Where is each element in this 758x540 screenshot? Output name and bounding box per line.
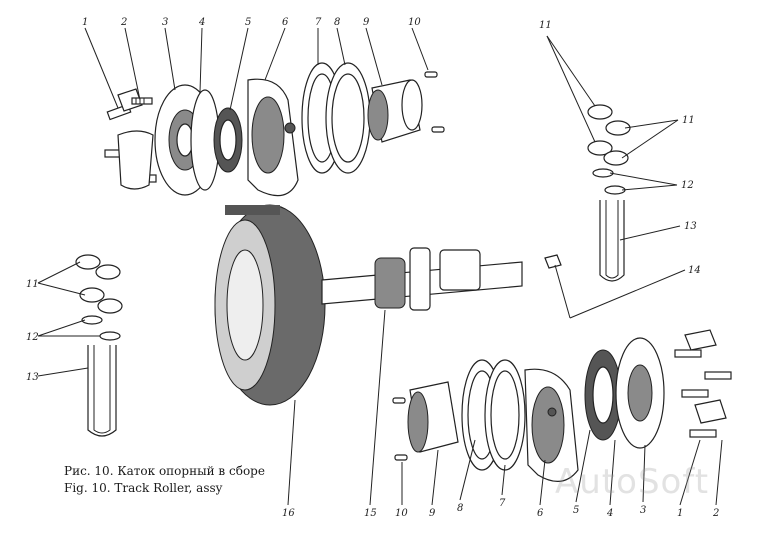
- callout-11b: 11: [682, 115, 695, 126]
- watermark: AutoSoft: [555, 462, 710, 502]
- callout-2-bottom: 2: [712, 508, 719, 519]
- bushing-9-bottom: [407, 381, 459, 453]
- callout-5-bottom: 5: [573, 505, 579, 516]
- seal-5-top: [213, 107, 243, 173]
- callout-2: 2: [120, 17, 127, 28]
- callout-13-left: 13: [26, 372, 39, 383]
- nuts-11-right: [587, 104, 631, 166]
- bolt-top: [131, 97, 153, 105]
- callout-16: 16: [282, 508, 295, 519]
- nuts-11-left: [75, 254, 123, 314]
- callout-7-bottom: 7: [499, 498, 506, 509]
- callouts-right-top: 11 11 12 13 14: [539, 20, 701, 276]
- callouts-left: 11 12 13: [26, 279, 39, 383]
- leader-lines: [37, 27, 723, 506]
- seal-5-bottom: [584, 349, 622, 441]
- callout-8: 8: [334, 17, 340, 28]
- callout-11-left: 11: [26, 279, 39, 290]
- callout-14: 14: [688, 265, 701, 276]
- callout-9: 9: [363, 17, 370, 28]
- callout-9-bottom: 9: [429, 508, 436, 519]
- pins-10-bottom: [392, 397, 408, 461]
- grease-fitting-14: [544, 254, 562, 269]
- callout-6: 6: [282, 17, 289, 28]
- callout-1-bottom: 1: [677, 508, 683, 519]
- callout-4: 4: [198, 17, 205, 28]
- u-bolt-13-left: [87, 345, 117, 437]
- caption-russian: Рис. 10. Каток опорный в сборе: [64, 464, 265, 478]
- callout-3-bottom: 3: [640, 505, 646, 516]
- callout-1: 1: [82, 17, 88, 28]
- pins-10-top: [424, 71, 445, 133]
- callout-13: 13: [684, 221, 697, 232]
- callout-7: 7: [315, 17, 322, 28]
- callouts-top: 1 2 3 4 5 6 7 8 9 10: [82, 17, 421, 28]
- callout-11a: 11: [539, 20, 552, 31]
- outer-cover-3-bottom: [615, 337, 665, 449]
- bolts-and-lockplates-left-cluster: [104, 130, 157, 190]
- callout-10: 10: [408, 17, 421, 28]
- callout-15: 15: [364, 508, 377, 519]
- callout-12-left: 12: [26, 332, 39, 343]
- callout-10-bottom: 10: [395, 508, 408, 519]
- u-bolt-13-right: [599, 200, 625, 282]
- callouts-bottom: 16 15 10 9 8 7 6 5 4 3 1 2: [282, 498, 719, 519]
- callout-3: 3: [162, 17, 168, 28]
- washers-12-right: [592, 168, 626, 195]
- gasket-7-bottom: [484, 359, 526, 471]
- roller-wheel-16: [214, 204, 326, 406]
- callout-5: 5: [245, 17, 251, 28]
- callout-6-bottom: 6: [537, 508, 544, 519]
- callout-4-bottom: 4: [606, 508, 613, 519]
- bushing-9-top: [367, 79, 423, 143]
- bolts-and-lockplates-bottom-right: [674, 329, 732, 438]
- housing-6-top: [247, 78, 299, 197]
- gasket-8-top: [325, 62, 371, 174]
- callout-8-bottom: 8: [457, 503, 463, 514]
- bolt-with-lockplate-top: [106, 88, 143, 121]
- callout-12: 12: [681, 180, 694, 191]
- caption-english: Fig. 10. Track Roller, assy: [64, 481, 223, 495]
- axle-15: [321, 247, 523, 311]
